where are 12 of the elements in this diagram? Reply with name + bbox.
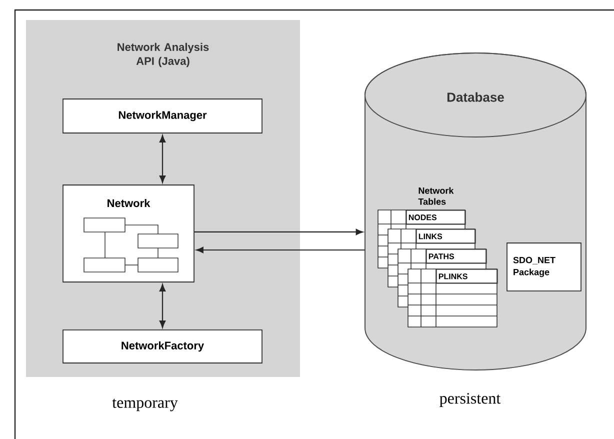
caption: persistent xyxy=(440,393,501,407)
table: PLINKS xyxy=(408,268,498,328)
arrow xyxy=(159,284,166,328)
caption: temporary xyxy=(112,398,178,412)
class-box: Network xyxy=(62,184,194,282)
package-box: SDO_NET Package xyxy=(506,242,582,292)
arrow xyxy=(194,228,364,236)
arrow xyxy=(159,135,166,183)
class-box: NetworkFactory xyxy=(62,330,262,364)
table-heading: Network Tables xyxy=(418,187,454,205)
class-box: NetworkManager xyxy=(62,98,262,134)
arrow xyxy=(196,246,365,254)
